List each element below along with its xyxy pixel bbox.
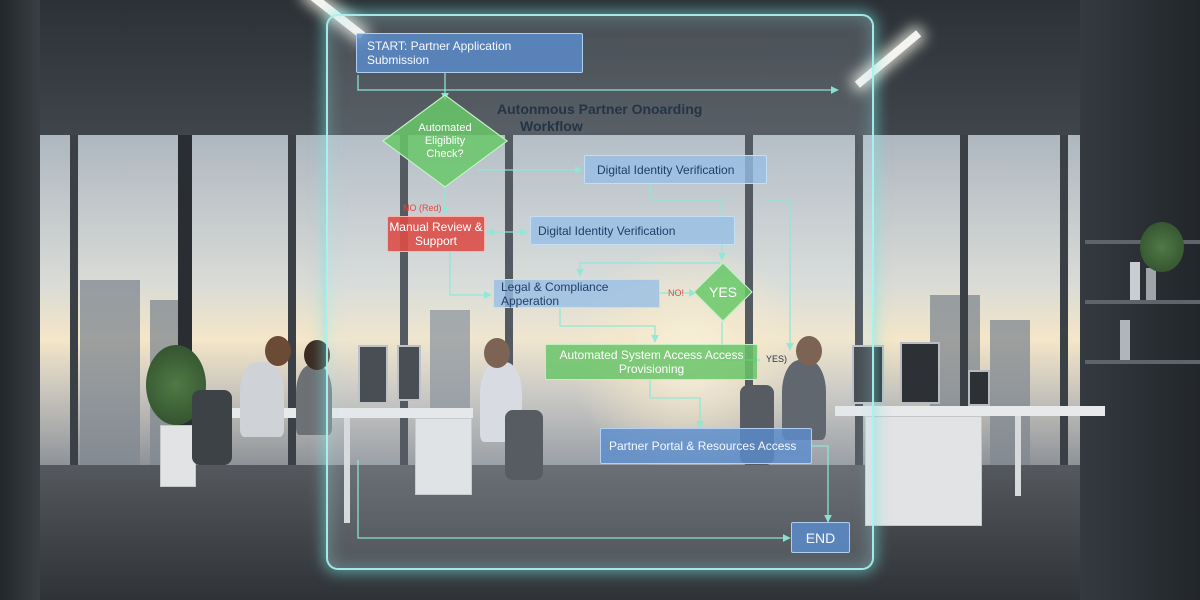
node-identity-verification-mid[interactable]: Digital Identity Verification — [530, 216, 735, 245]
connector-portal-to-end — [812, 446, 828, 522]
connector-legal-to-access — [560, 308, 655, 342]
connector-to-end — [358, 460, 790, 538]
connector-access-to-portal — [650, 380, 700, 428]
edge-label-yes: YES) — [766, 354, 787, 364]
node-manual-review-label: Manual Review & Support — [388, 220, 484, 248]
node-eligibility-label: Automated Eligiblity Check? — [384, 98, 506, 184]
node-eligibility-decision[interactable]: Automated Eligiblity Check? — [384, 98, 506, 184]
edge-label-no-red: NO (Red) — [403, 203, 442, 213]
node-start-label: START: Partner Application Submission — [367, 39, 572, 67]
workflow-title-line2: Workflow — [497, 118, 717, 135]
node-start[interactable]: START: Partner Application Submission — [356, 33, 583, 73]
node-end-label: END — [806, 531, 836, 545]
node-yes-label: YES — [696, 262, 750, 322]
connector-start-loop — [358, 75, 838, 90]
node-yes-decision[interactable]: YES — [696, 262, 750, 322]
node-portal-label: Partner Portal & Resources Access — [609, 439, 796, 453]
node-partner-portal[interactable]: Partner Portal & Resources Access — [600, 428, 812, 464]
node-identity-top-label: Digital Identity Verification — [597, 163, 734, 177]
workflow-title: Autonmous Partner Onoarding Workflow — [497, 101, 717, 135]
node-access-label: Automated System Access Access Provision… — [554, 348, 749, 376]
edge-label-no: NO! — [668, 288, 684, 298]
node-legal-compliance[interactable]: Legal & Compliance Apperation — [493, 279, 660, 308]
node-manual-review[interactable]: Manual Review & Support — [387, 216, 485, 252]
node-identity-mid-label: Digital Identity Verification — [538, 224, 675, 238]
connector-manual-to-legal — [450, 252, 491, 295]
node-identity-verification-top[interactable]: Digital Identity Verification — [584, 155, 767, 184]
node-legal-label: Legal & Compliance Apperation — [501, 280, 652, 308]
node-access-provisioning[interactable]: Automated System Access Access Provision… — [545, 344, 758, 380]
workflow-title-line1: Autonmous Partner Onoarding — [497, 101, 717, 118]
node-end[interactable]: END — [791, 522, 850, 553]
connector-identity-right — [766, 200, 790, 350]
